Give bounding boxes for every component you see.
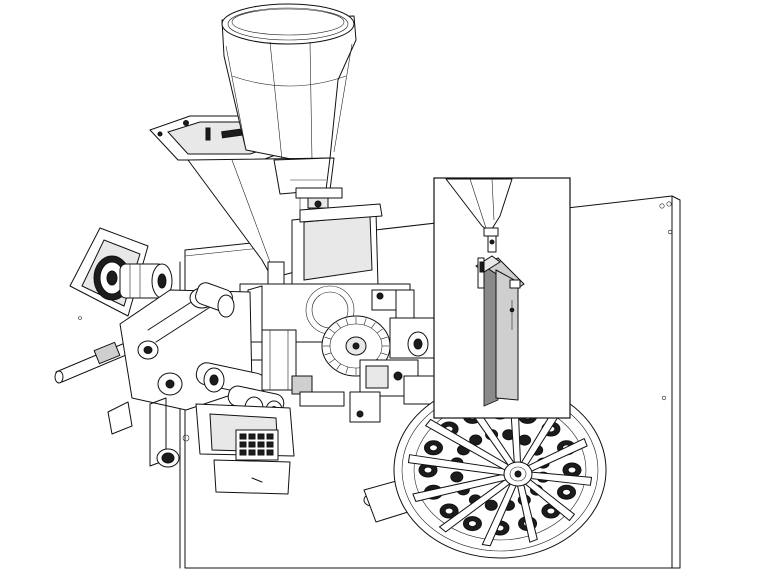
highlighted-cartridge	[475, 255, 525, 407]
gear-tooth	[363, 318, 367, 326]
gear-tooth	[345, 366, 349, 374]
control-key	[239, 441, 247, 448]
control-key	[266, 441, 274, 448]
hopper-funnel	[221, 3, 357, 161]
gripper-hub	[562, 488, 572, 496]
control-key	[248, 449, 256, 456]
gear-tooth	[371, 322, 376, 329]
gear-tooth	[345, 318, 349, 326]
control-key	[239, 433, 247, 440]
control-key	[257, 441, 265, 448]
inner-gripper	[469, 434, 483, 446]
gear-tooth	[380, 352, 388, 356]
gear-tooth	[336, 322, 341, 329]
inset-chute	[445, 178, 513, 253]
gear-tooth	[380, 336, 388, 340]
control-key	[248, 441, 256, 448]
gear-tooth	[376, 328, 383, 334]
gripper-hub	[546, 507, 556, 515]
gear-tooth	[324, 352, 332, 356]
gear-tooth	[336, 363, 341, 370]
gear-tooth	[329, 328, 336, 334]
gear-tooth	[329, 358, 336, 364]
gear-tooth	[324, 336, 332, 340]
control-key	[257, 433, 265, 440]
control-key	[239, 449, 247, 456]
control-key	[248, 433, 256, 440]
inset-detail-view	[433, 177, 571, 419]
gripper-hub	[567, 466, 577, 474]
inner-gripper	[450, 471, 464, 483]
inner-gripper	[518, 434, 532, 446]
gripper-hub	[428, 444, 438, 452]
inner-gripper	[484, 499, 498, 511]
gripper-hub	[444, 507, 454, 515]
control-block	[182, 403, 295, 495]
gripper-hub	[423, 466, 433, 474]
gripper-hub	[467, 520, 477, 528]
control-key	[266, 449, 274, 456]
control-key	[257, 449, 265, 456]
left-motor-unit	[69, 227, 173, 317]
control-key	[266, 433, 274, 440]
